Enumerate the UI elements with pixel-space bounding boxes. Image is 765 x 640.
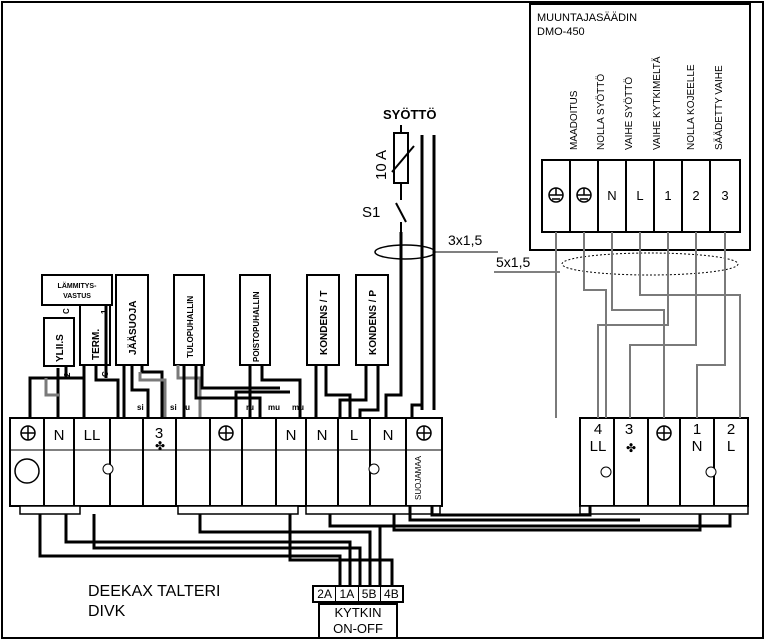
earth-icon [548, 187, 564, 203]
pin-si1: si [137, 403, 144, 412]
cable-3x15-label: 3x1,5 [448, 232, 482, 248]
protective-earth-label: SUOJAMAA [414, 455, 423, 500]
earth-icon [218, 425, 234, 441]
main-strip-footer [19, 505, 81, 515]
frost-label: JÄÄSUOJA [126, 301, 139, 355]
tlabel-5: SÄÄDETTY VAIHE [713, 65, 725, 150]
supply-title: SYÖTTÖ [383, 107, 436, 122]
switch-pin: 5B [359, 587, 381, 601]
tsym-2: N [607, 188, 616, 203]
mt-4: N [317, 427, 328, 444]
tlabel-3: VAIHE KYTKIMELTÄ [651, 56, 663, 150]
switch-title-text: KYTKIN [334, 605, 382, 620]
switch-pin: 2A [314, 587, 337, 601]
main-strip-footer [177, 505, 299, 515]
fan-icon: ✤ [626, 441, 636, 455]
switch-label: S1 [362, 204, 380, 221]
earth-icon [416, 425, 432, 441]
rt-top-3: 2 [727, 421, 735, 438]
switch-pin: 1A [336, 587, 359, 601]
heater-label-2: VASTUS [63, 293, 91, 300]
tlabel-1: NOLLA SYÖTTÖ [595, 74, 607, 150]
earth-icon [576, 187, 592, 203]
tsym-6: 3 [721, 188, 728, 203]
right-terminal-strip: 4 LL 3 ✤ 1 N 2 L [579, 417, 749, 507]
mt-3: N [286, 427, 297, 444]
overheat-label: YLII.S [55, 334, 66, 362]
pin-ru1: ru [182, 403, 190, 412]
rt-bottom-1: N [692, 438, 703, 455]
cond-t-label: KONDENS / T [319, 291, 330, 355]
switch-subtitle-text: ON-OFF [333, 621, 383, 636]
main-strip-footer [305, 505, 441, 515]
transformer-controller: MUUNTAJASÄÄDIN DMO-450 MAADOITUS NOLLA S… [529, 3, 751, 251]
overheat-box: YLII.S [43, 317, 75, 367]
heater-box: LÄMMITYS- VASTUS [41, 274, 113, 306]
cable-5x15-marker [561, 252, 739, 276]
mt-1: LL [84, 427, 101, 444]
fuse-label: 10 A [373, 150, 390, 180]
pin-si2: si [170, 403, 177, 412]
right-strip-footer [579, 505, 749, 515]
transformer-title: MUUNTAJASÄÄDIN [537, 12, 637, 24]
switch-icon [395, 183, 407, 232]
tsym-3: L [636, 188, 643, 203]
switch-pin: 4B [384, 587, 399, 601]
rt-bottom-0: LL [590, 438, 607, 455]
fan-icon: ✤ [155, 439, 165, 453]
unit-name-line2: DIVK [88, 603, 126, 620]
mt-2: 3 [155, 425, 163, 442]
mt-5: L [350, 427, 358, 444]
pin-mu1: mu [268, 403, 280, 412]
transformer-model: DMO-450 [537, 26, 585, 38]
rt-top-1: 3 [625, 421, 633, 438]
main-terminal-strip: N LL 3 ✤ N N L N SUOJAMAA [9, 417, 443, 507]
switch-pins-row: 2A 1A 5B 4B [312, 585, 404, 603]
cond-p-box: KONDENS / P [355, 274, 389, 366]
rt-top-2: 1 [693, 421, 701, 438]
frost-box: JÄÄSUOJA [115, 274, 149, 366]
thermostat-label: TERM. [91, 329, 102, 360]
tsym-4: 1 [664, 188, 671, 203]
tlabel-2: VAIHE SYÖTTÖ [623, 77, 635, 150]
mt-6: N [383, 427, 394, 444]
pin-mu2: mu [292, 403, 304, 412]
cable-5x15-label: 5x1,5 [496, 254, 530, 270]
supply-fan-label: TULOPUHALLIN [186, 296, 195, 358]
tlabel-4: NOLLA KOJEELLE [686, 64, 697, 150]
tlabel-0: MAADOITUS [569, 90, 580, 150]
fuse-icon [391, 132, 415, 184]
unit-name-line1: DEEKAX TALTERI [88, 583, 220, 600]
earth-icon [656, 425, 672, 441]
supply-fan-box: TULOPUHALLIN [173, 274, 205, 366]
heater-label-1: LÄMMITYS- [58, 282, 98, 290]
exhaust-fan-box: POISTOPUHALLIN [239, 274, 271, 366]
tsym-5: 2 [692, 188, 699, 203]
exhaust-fan-label: POISTOPUHALLIN [252, 291, 261, 362]
earth-icon [20, 425, 36, 441]
cond-t-box: KONDENS / T [306, 274, 340, 366]
cable-3x15-marker [374, 244, 436, 260]
mt-0: N [54, 427, 65, 444]
rt-top-0: 4 [594, 421, 602, 438]
pin-c1: C [62, 308, 71, 314]
rt-bottom-2: L [727, 438, 735, 455]
cond-p-label: KONDENS / P [368, 290, 379, 355]
switch-label-block: KYTKIN ON-OFF [318, 603, 398, 639]
